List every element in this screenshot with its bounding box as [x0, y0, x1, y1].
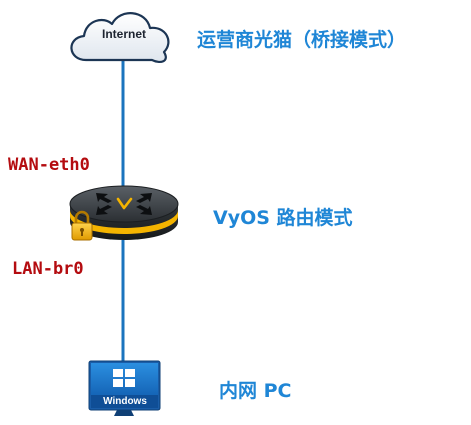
cloud-icon: [70, 12, 170, 63]
windows-pc-icon: [88, 360, 161, 416]
modem-label: 运营商光猫（桥接模式）: [197, 29, 407, 51]
internet-label: Internet: [101, 27, 146, 41]
wan-label: WAN-eth0: [8, 155, 90, 175]
pc-label: 内网 PC: [219, 380, 292, 402]
router-icon: [69, 185, 179, 240]
lan-label: LAN-br0: [12, 259, 84, 279]
lock-icon: [71, 210, 93, 241]
router-label: VyOS 路由模式: [213, 207, 353, 229]
windows-label: Windows: [103, 396, 147, 407]
